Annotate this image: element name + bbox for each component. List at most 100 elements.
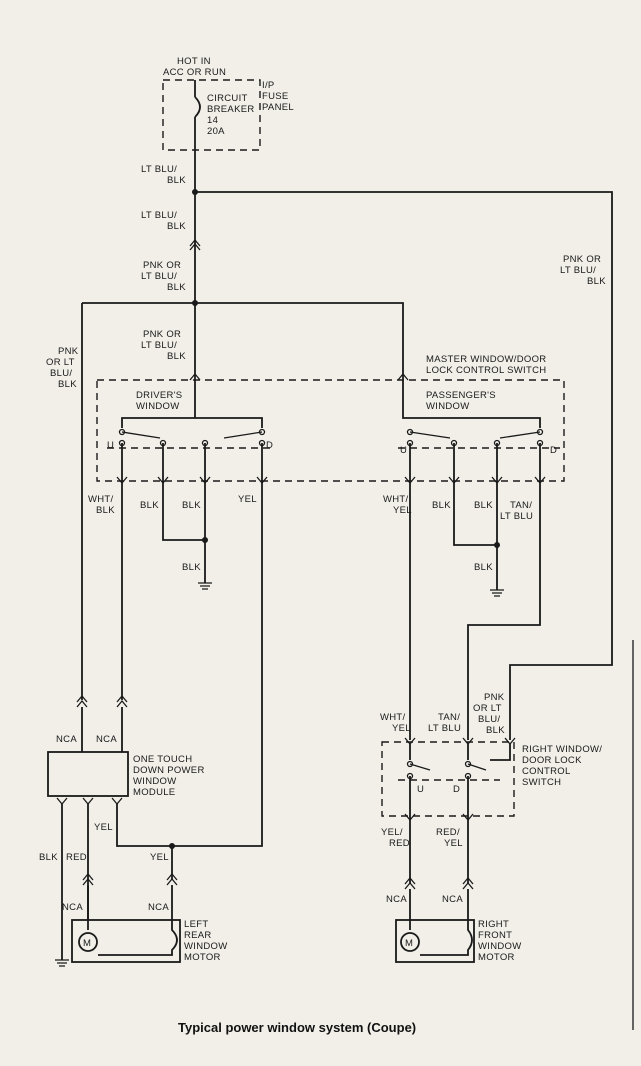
right-switch-box	[381, 741, 515, 817]
connector-symbol	[189, 238, 201, 251]
wire-label-red: RED/	[436, 827, 460, 838]
wire-label-wht: WHT/	[380, 712, 406, 723]
left-motor-label-4: MOTOR	[184, 952, 221, 963]
left-motor-label-2: REAR	[184, 930, 212, 941]
wire-label-orlt: OR LT	[473, 703, 502, 714]
fuse-panel-box	[162, 79, 261, 151]
driver-switch-contacts	[107, 428, 275, 449]
wire-label-pnk: PNK	[484, 692, 505, 703]
wire-label-yel: YEL	[238, 494, 257, 505]
wire-label-pnk-left: PNK	[58, 346, 79, 357]
wire-label-ltblu-1: LT BLU/	[141, 164, 177, 175]
master-switch-connectors	[116, 476, 546, 485]
wire-label-blk: BLK	[432, 500, 451, 511]
wire-label-yel: YEL	[150, 852, 169, 863]
connector-symbol	[166, 872, 178, 886]
connector-symbol	[82, 872, 94, 886]
panel-label: PANEL	[262, 102, 294, 113]
ground-symbol	[198, 582, 212, 590]
wire-label-tan: TAN/	[510, 500, 532, 511]
splice-dot	[494, 542, 500, 548]
wire-label-blu: BLU/	[478, 714, 500, 725]
driver-switch-legs	[121, 443, 263, 480]
right-switch-label-4: SWITCH	[522, 777, 561, 788]
wire-label-ltblu-2: LT BLU/	[141, 210, 177, 221]
passenger-wire-tan-ltblu	[467, 480, 541, 740]
connector-symbol	[404, 876, 416, 890]
splice-dot	[169, 843, 175, 849]
wire-label-blu-left: BLU/	[50, 368, 72, 379]
right-switch-label-2: DOOR LOCK	[522, 755, 582, 766]
master-switch-label-1: MASTER WINDOW/DOOR	[426, 354, 546, 365]
driver-switch-bus	[121, 380, 263, 428]
passenger-switch-legs	[409, 443, 541, 480]
right-switch-bus	[409, 744, 511, 761]
wire-label-blk: BLK	[182, 562, 201, 573]
acc-or-run-label: ACC OR RUN	[163, 67, 226, 78]
passenger-down-label: D	[550, 445, 557, 456]
nca-label: NCA	[386, 894, 407, 905]
wire-label-blk: BLK	[182, 500, 201, 511]
right-switch-label-3: CONTROL	[522, 766, 571, 777]
module-label-1: ONE TOUCH	[133, 754, 192, 765]
right-feed-wire	[195, 191, 613, 683]
left-motor-wiring	[87, 885, 178, 956]
right-motor-label-1: RIGHT	[478, 919, 509, 930]
right-switch-legs	[409, 776, 469, 884]
wire-label-red: RED	[66, 852, 87, 863]
right-motor-symbol	[400, 932, 420, 952]
right-motor-label-2: FRONT	[478, 930, 512, 941]
drivers-window-label-2: WINDOW	[136, 401, 179, 412]
wire-label-blk-3: BLK	[167, 282, 186, 293]
right-switch-connectors	[404, 737, 516, 746]
right-motor-label-4: MOTOR	[478, 952, 515, 963]
one-touch-module	[47, 751, 129, 797]
module-output-wires	[61, 804, 172, 960]
wire-label-ltblu-4: LT BLU/	[141, 340, 177, 351]
module-label-4: MODULE	[133, 787, 175, 798]
wire-label-blk-right: BLK	[587, 276, 606, 287]
left-rear-motor-box	[71, 919, 181, 963]
passenger-switch-bus	[402, 380, 541, 428]
module-label-2: DOWN POWER	[133, 765, 205, 776]
wire-label-blk: BLK	[474, 562, 493, 573]
wire-label-ltblu: LT BLU	[428, 723, 461, 734]
passenger-ground-wires	[453, 480, 498, 590]
circuit-breaker-label-1: CIRCUIT	[207, 93, 248, 104]
wire-label-pnkor-2: PNK OR	[143, 329, 181, 340]
wire-label-ltblu-right: LT BLU/	[560, 265, 596, 276]
wire-label-yel: YEL	[94, 822, 113, 833]
passenger-switch-contacts	[398, 428, 560, 449]
wire-label-blk-2: BLK	[167, 221, 186, 232]
wire-label-wht: WHT/	[88, 494, 114, 505]
right-motor-label-3: WINDOW	[478, 941, 521, 952]
module-output-connectors	[56, 797, 123, 806]
passengers-window-label-1: PASSENGER'S	[426, 390, 496, 401]
fuse-label: FUSE	[262, 91, 289, 102]
wire-label-blk: BLK	[140, 500, 159, 511]
right-switch-down-label: D	[453, 784, 460, 795]
wire-label-blk: BLK	[39, 852, 58, 863]
connector-symbol	[397, 372, 409, 381]
nca-label: NCA	[442, 894, 463, 905]
wire-label-tan: TAN/	[438, 712, 460, 723]
right-motor-wiring	[409, 889, 473, 956]
left-motor-symbol	[78, 932, 98, 952]
passenger-up-label: U	[400, 445, 407, 456]
module-label-3: WINDOW	[133, 776, 176, 787]
wire-label-blk-4: BLK	[167, 351, 186, 362]
right-front-motor-box	[395, 919, 475, 963]
bus-wire	[82, 302, 404, 380]
motor-m-label: M	[83, 938, 91, 949]
connector-symbol	[189, 372, 201, 381]
ground-symbol	[490, 589, 504, 597]
left-motor-label-3: WINDOW	[184, 941, 227, 952]
wire-label-wht: WHT/	[383, 494, 409, 505]
left-motor-label-1: LEFT	[184, 919, 208, 930]
connector-symbol	[76, 694, 88, 708]
wire-label-ltblu-3: LT BLU/	[141, 271, 177, 282]
driver-ground-wires	[162, 480, 206, 583]
circuit-breaker-label-2: BREAKER	[207, 104, 255, 115]
wire-label-blk-left: BLK	[58, 379, 77, 390]
splice-dot	[202, 537, 208, 543]
